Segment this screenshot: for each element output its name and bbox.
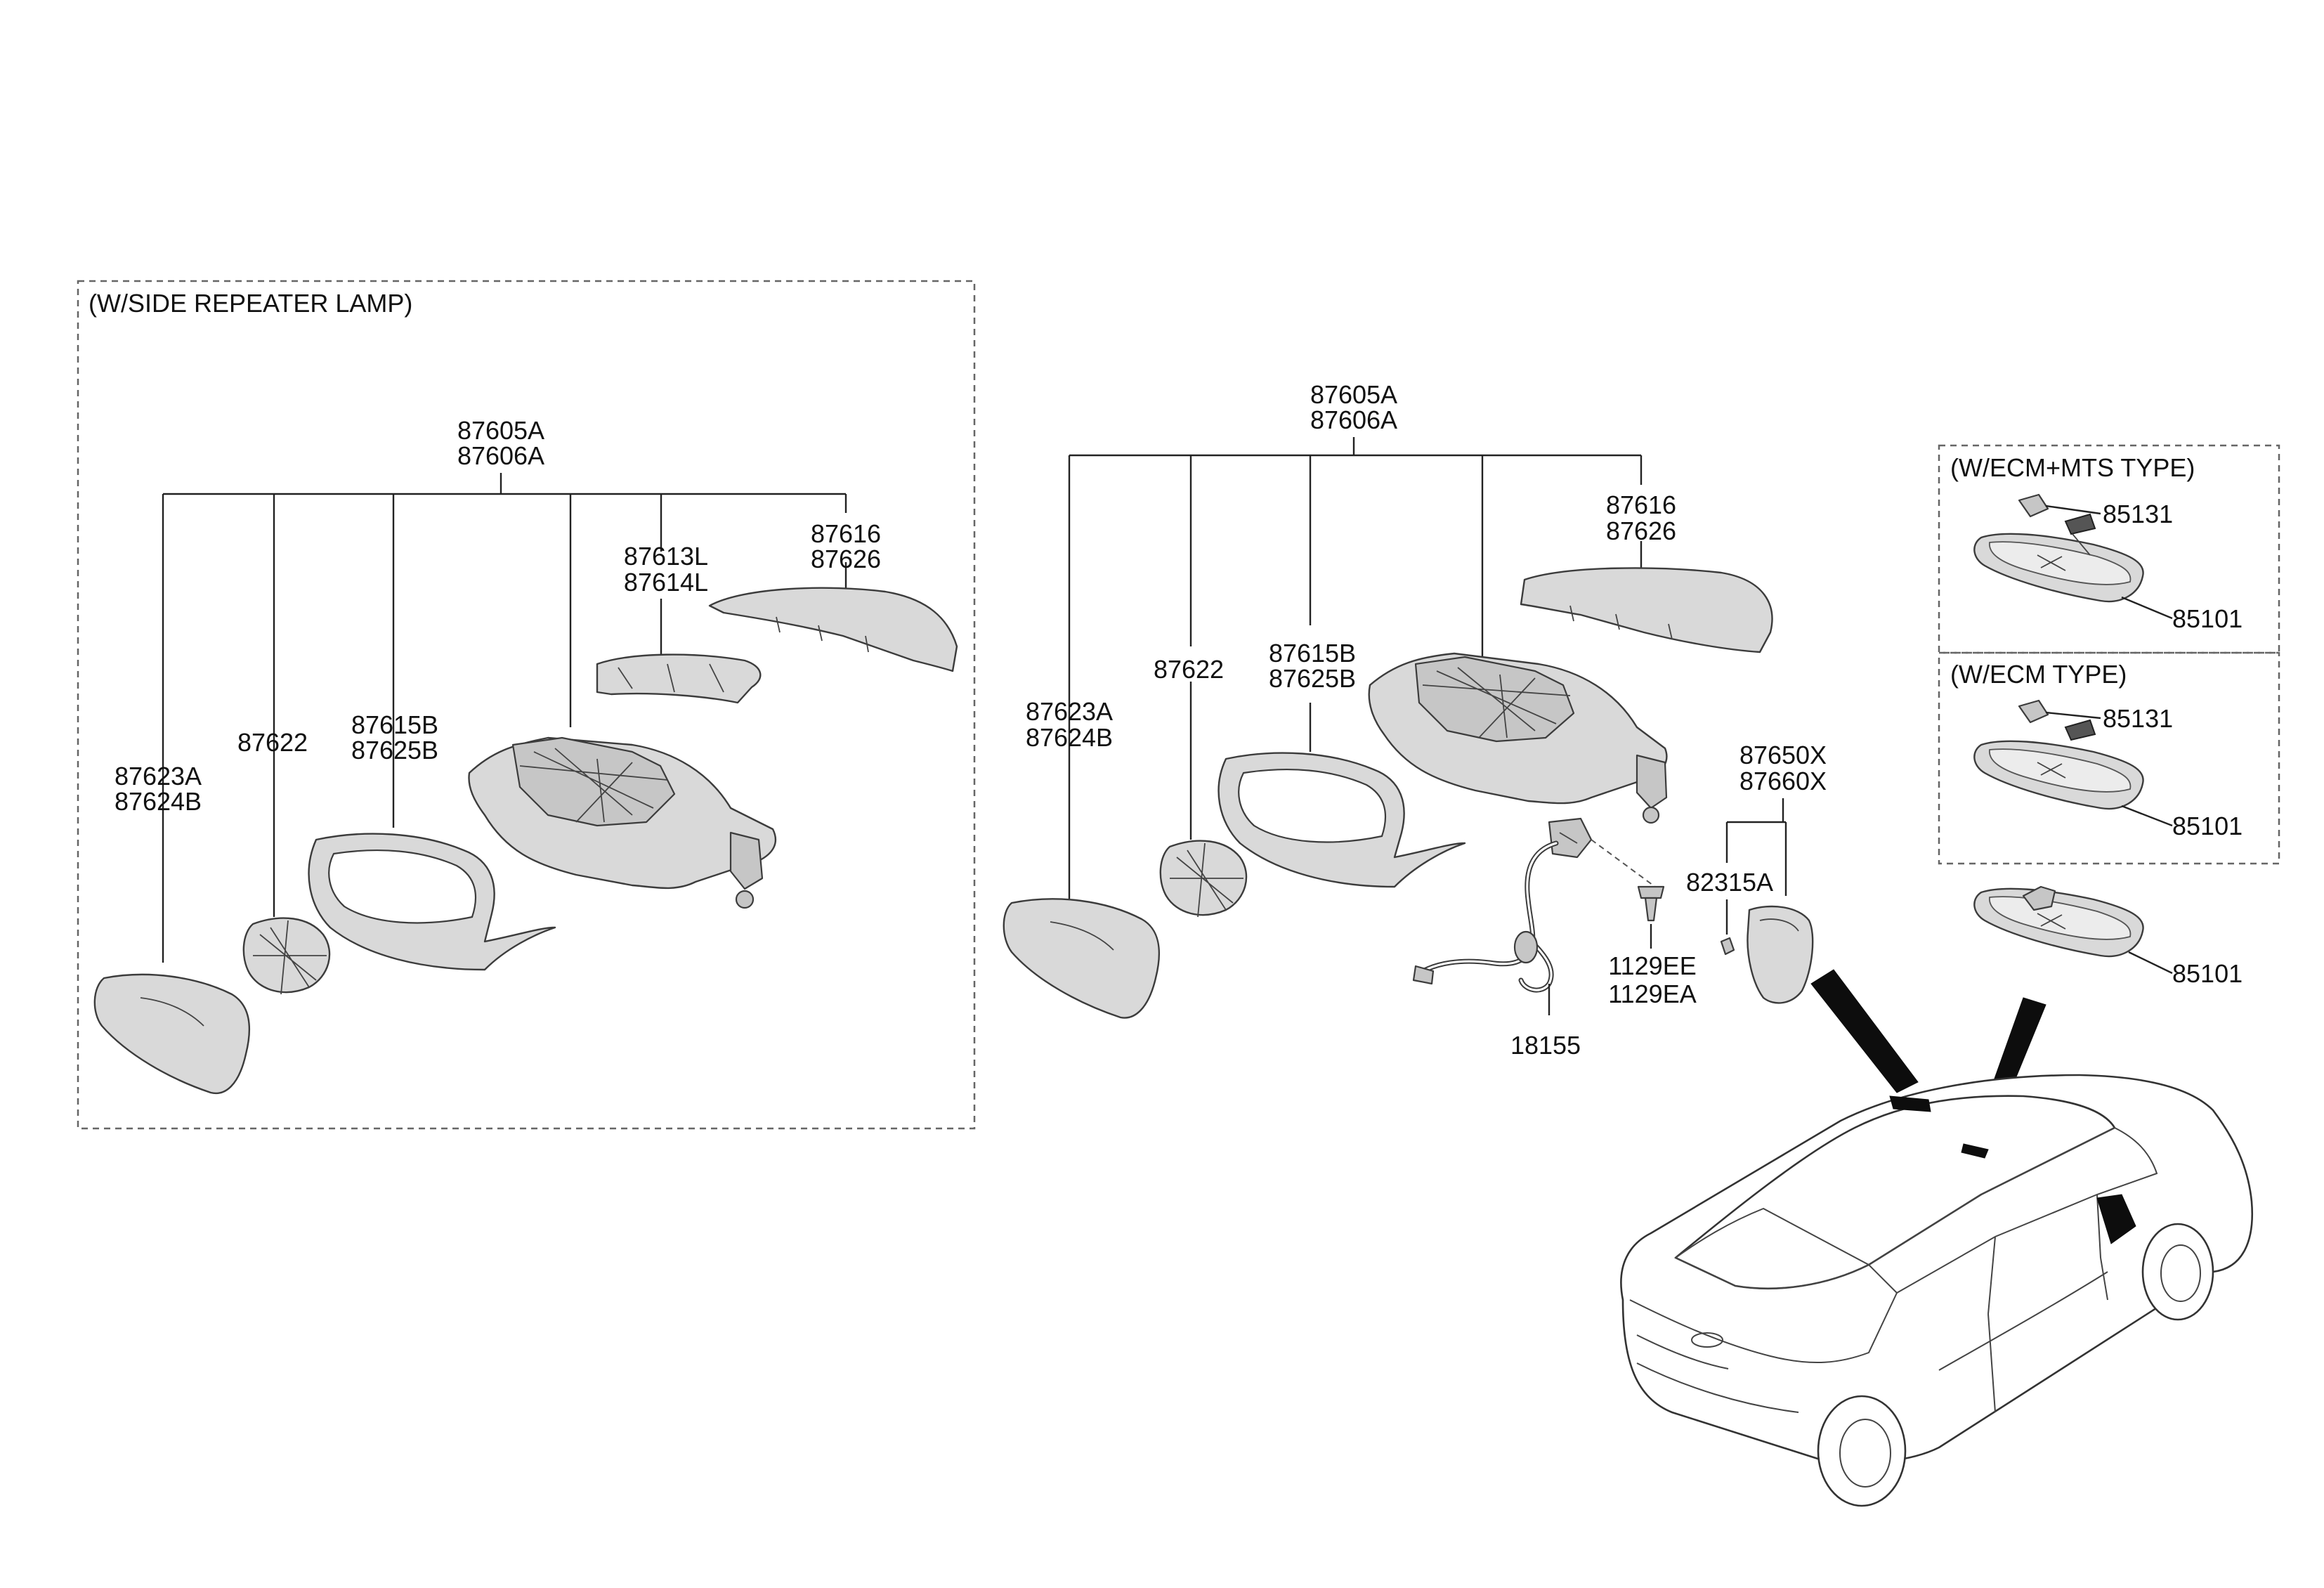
left-mirror-glass: [93, 973, 250, 1095]
center-group: 87605A 87606A 87616 87626 87615B 87625B …: [1003, 380, 1827, 1060]
car-trunk: [1629, 1292, 1898, 1413]
center-screw: [1591, 839, 1665, 949]
left-label-87606A: 87606A: [457, 441, 544, 470]
vehicle-illustration: [1620, 969, 2254, 1507]
left-mirror-actuator: [242, 917, 331, 995]
car-door-lines: [1938, 1257, 2108, 1413]
car-side-windows: [1867, 1126, 2158, 1315]
inside-mirror-group: (W/ECM+MTS TYPE) (W/ECM TYPE) 85131 8510…: [1938, 444, 2280, 988]
center-mirror-housing: [1368, 652, 1668, 824]
left-label-87625B: 87625B: [351, 736, 438, 764]
center-label-87650X: 87650X: [1739, 741, 1827, 769]
center-label-87625B: 87625B: [1269, 664, 1356, 693]
side-repeater-frame: [77, 280, 976, 1130]
center-label-87605A: 87605A: [1310, 380, 1397, 409]
ecm-cover: [2018, 699, 2096, 741]
car-emblem: [1691, 1332, 1723, 1348]
roof-camera-highlight: [1889, 1095, 1931, 1112]
ecm-mts-leaders: [2045, 505, 2173, 620]
car-front-wheel: [2141, 1223, 2214, 1321]
ecm-label-85101: 85101: [2172, 812, 2243, 840]
car-rear-wheel: [1817, 1395, 1907, 1507]
standard-inside-mirror: [1973, 885, 2144, 958]
left-mirror-cover: [708, 587, 958, 672]
left-label-87615B: 87615B: [351, 710, 438, 739]
center-label-87606A: 87606A: [1310, 405, 1397, 434]
center-label-87624B: 87624B: [1026, 723, 1113, 752]
center-clip: [1720, 937, 1735, 956]
center-label-1129EA: 1129EA: [1608, 980, 1696, 1008]
ecm-label-85131: 85131: [2103, 704, 2173, 733]
center-camera-cover: [1747, 905, 1814, 1004]
left-mirror-housing: [468, 736, 777, 909]
left-label-87605A: 87605A: [457, 416, 544, 445]
ecm-mts-label-85131: 85131: [2103, 500, 2173, 528]
left-side-repeater: [596, 653, 762, 704]
standard-leader: [2128, 951, 2173, 975]
center-mirror-actuator: [1159, 840, 1248, 918]
center-label-87623A: 87623A: [1026, 697, 1113, 726]
left-label-87623A: 87623A: [115, 762, 202, 790]
ecm-mts-title: (W/ECM+MTS TYPE): [1950, 453, 2195, 482]
left-label-87613L: 87613L: [624, 542, 708, 571]
left-label-87626: 87626: [811, 545, 881, 573]
center-label-87616: 87616: [1606, 490, 1676, 519]
left-mirror-bezel: [308, 833, 556, 971]
side-repeater-group: (W/SIDE REPEATER LAMP) 87605A 87606A 876…: [77, 280, 976, 1130]
center-wiring-harness: [1412, 817, 1593, 1015]
left-label-87622: 87622: [237, 728, 308, 757]
left-label-87616: 87616: [811, 519, 881, 548]
camera-leader: [1725, 798, 1787, 935]
left-label-87624B: 87624B: [115, 787, 202, 816]
ecm-mirror: [1973, 740, 2144, 810]
ecm-title: (W/ECM TYPE): [1950, 660, 2127, 689]
ecm-frame: [1938, 651, 2280, 865]
center-label-1129EE: 1129EE: [1608, 951, 1696, 980]
ecm-leaders: [2045, 711, 2173, 827]
center-label-87622: 87622: [1154, 655, 1224, 684]
inside-mirror-highlight: [1961, 1143, 1989, 1159]
left-label-87614L: 87614L: [624, 568, 708, 597]
center-mirror-bezel: [1218, 752, 1466, 888]
pointer-to-camera: [1810, 969, 1919, 1093]
ecm-mts-label-85101: 85101: [2172, 604, 2243, 633]
left-leader-bus: [162, 473, 847, 963]
center-label-82315A: 82315A: [1686, 868, 1773, 897]
ecm-mts-mirror: [1973, 533, 2144, 603]
center-leader-bus: [1068, 437, 1643, 903]
ecm-mts-frame: [1938, 444, 2280, 654]
standard-label-85101: 85101: [2172, 959, 2243, 988]
center-label-87615B: 87615B: [1269, 639, 1356, 668]
center-mirror-cover: [1520, 567, 1773, 653]
car-side-mirror-highlight: [2096, 1194, 2136, 1244]
side-repeater-title: (W/SIDE REPEATER LAMP): [89, 289, 412, 318]
center-label-87626: 87626: [1606, 516, 1676, 545]
center-label-18155: 18155: [1510, 1031, 1581, 1060]
center-mirror-glass: [1003, 898, 1160, 1019]
center-label-87660X: 87660X: [1739, 767, 1827, 795]
ecm-mts-cover: [2018, 493, 2096, 556]
